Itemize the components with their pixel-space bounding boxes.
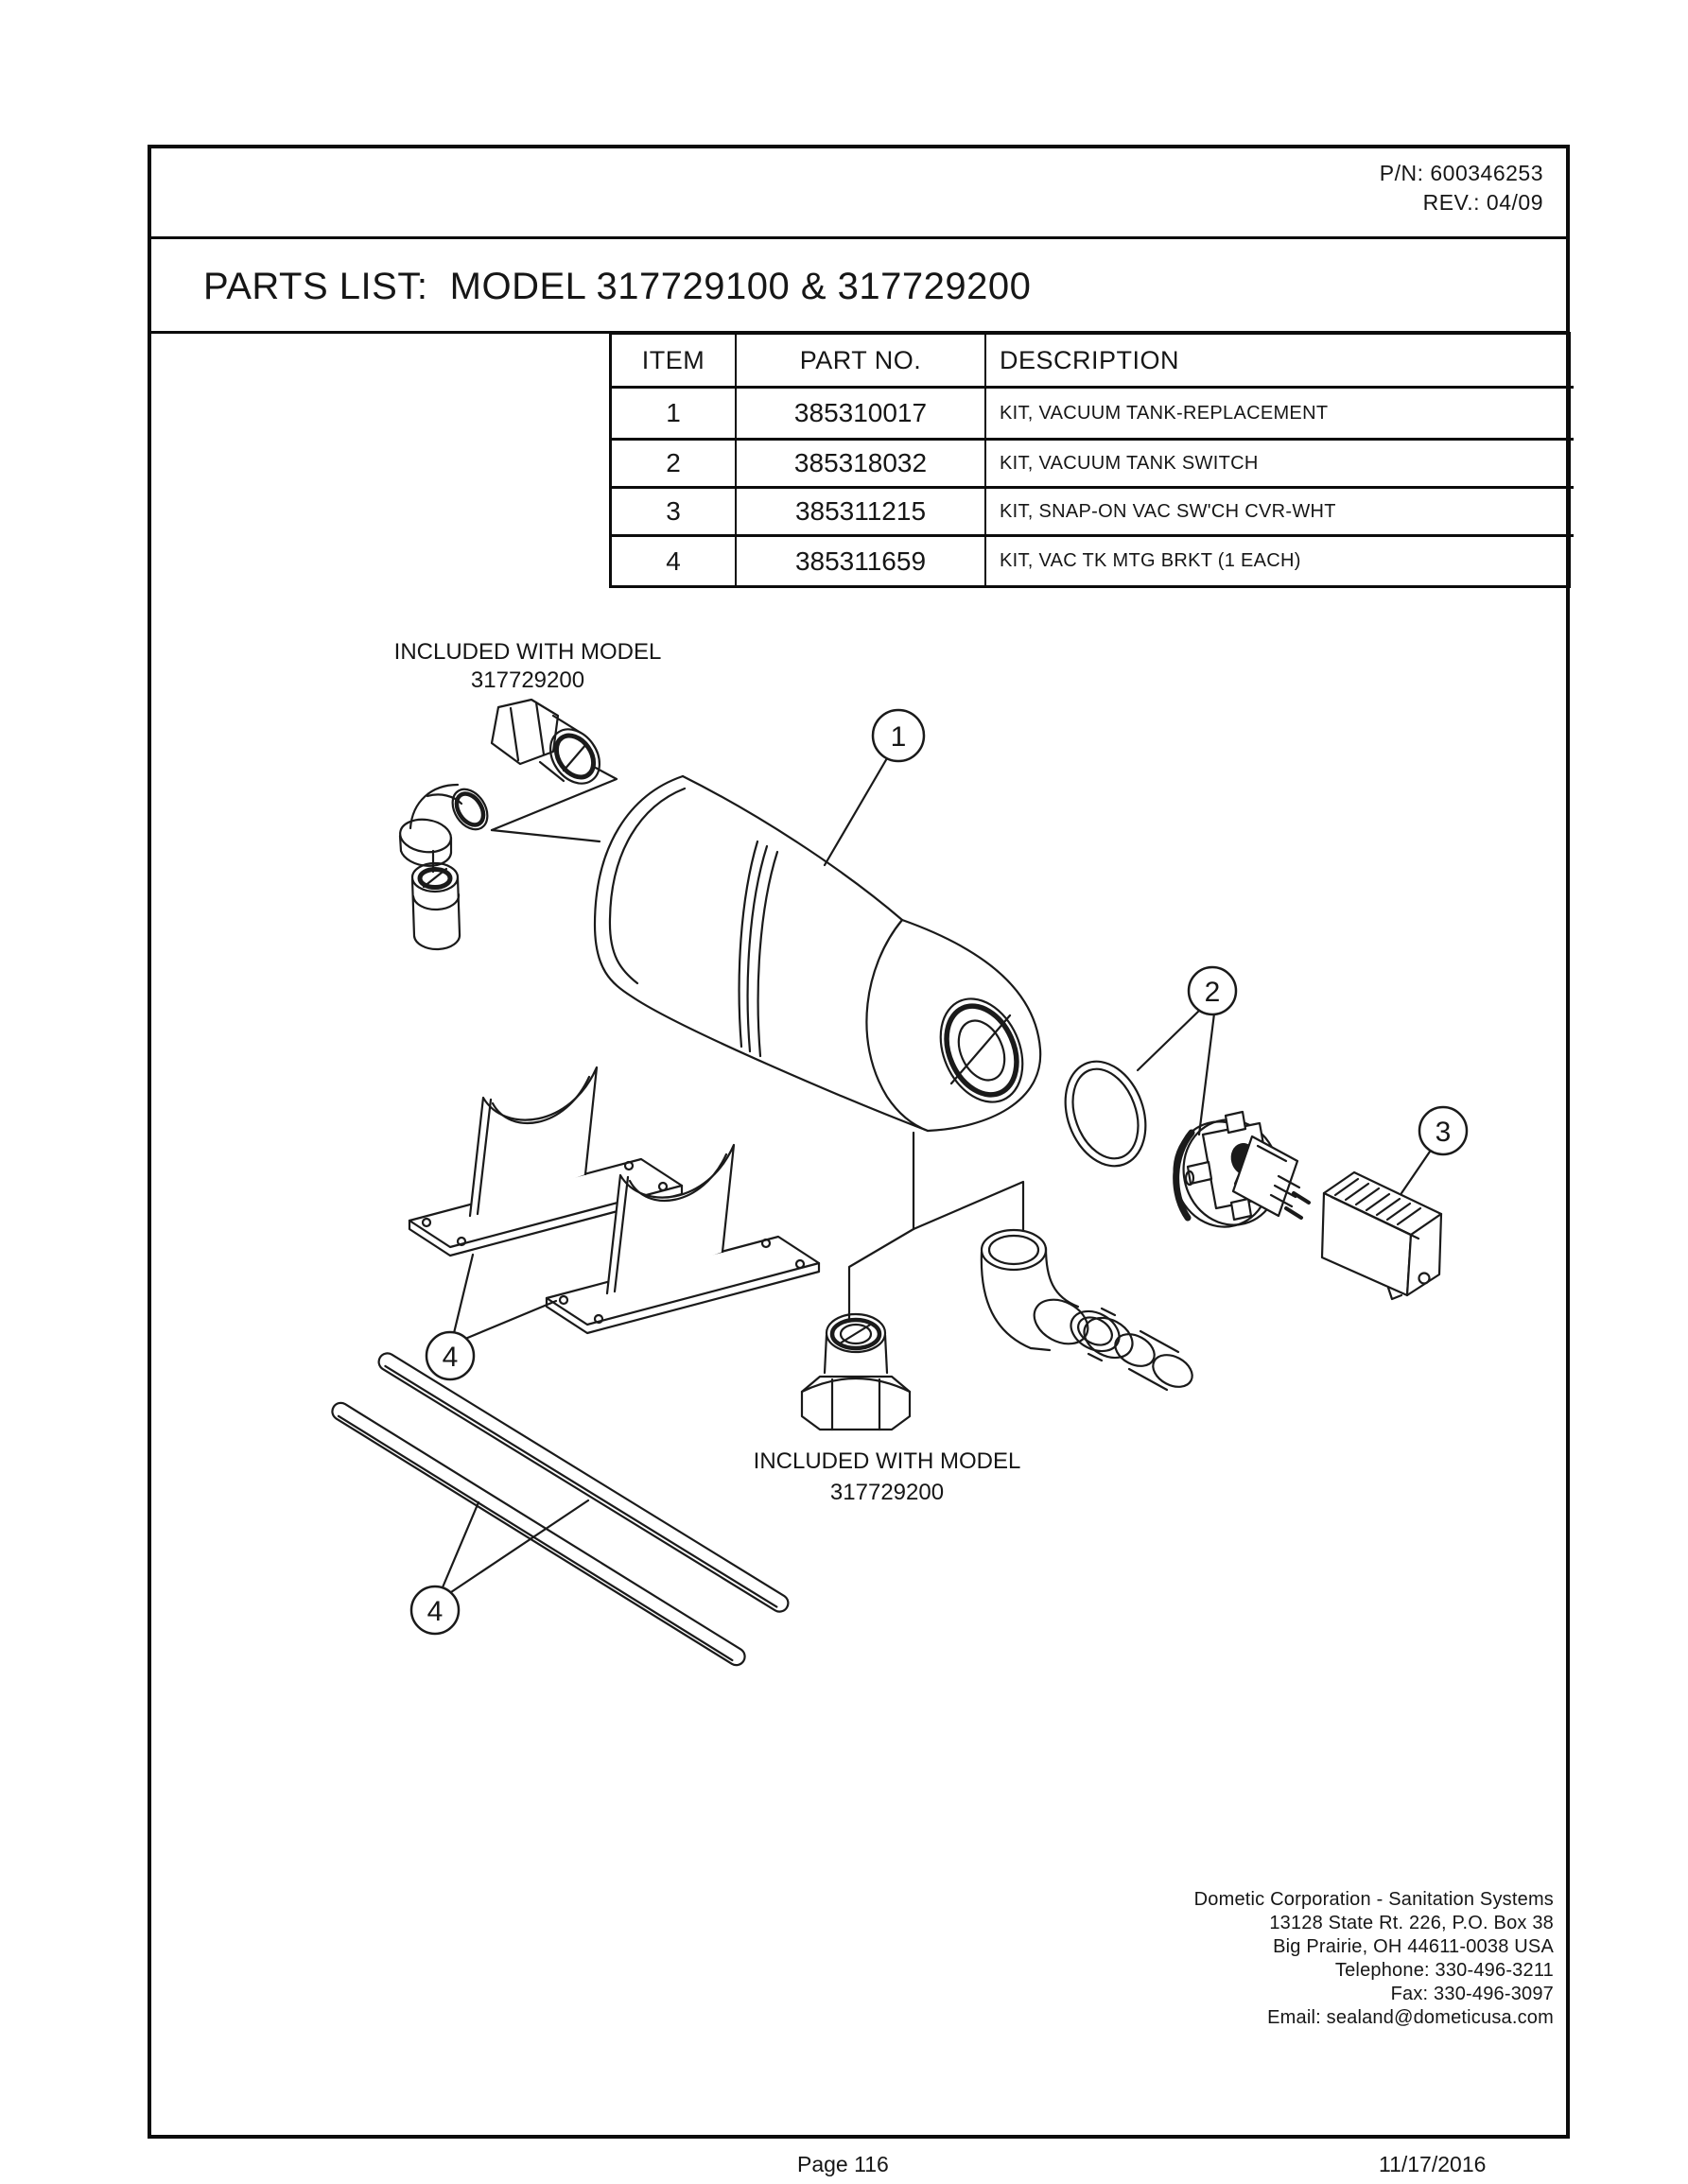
footer-date: 11/17/2016 [1379, 2152, 1487, 2176]
callout-circle-2 [1187, 965, 1238, 1016]
mounting-bracket-left-drawing [408, 1066, 684, 1257]
contact-line: Email: sealand@dometicusa.com [1267, 2007, 1554, 2028]
pn-line: P/N: 600346253 [1379, 161, 1543, 185]
table-cell-partno: 385311659 [737, 537, 986, 585]
o-ring-drawing [1064, 1060, 1147, 1168]
table-cell-description: KIT, VAC TK MTG BRKT (1 EACH) [1000, 550, 1301, 571]
switch-cover-drawing [1320, 1170, 1443, 1301]
callout-number-4a: 4 [443, 1342, 459, 1373]
col-header-partno: PART NO. [737, 335, 986, 389]
callout-number-4b: 4 [427, 1596, 444, 1627]
pipe-fitting-top-drawing [410, 861, 461, 951]
table-cell-description: KIT, VACUUM TANK-REPLACEMENT [986, 389, 1574, 441]
table-cell-item: 2 [612, 441, 737, 489]
callout-number-2: 2 [1205, 977, 1221, 1008]
tank-switch-drawing [1173, 1110, 1311, 1228]
part-number-block: P/N: 600346253 REV.: 04/09 [1380, 159, 1543, 217]
table-cell-partno: 385318032 [737, 441, 986, 489]
col-header-item: ITEM [612, 335, 737, 389]
elbow-fitting-top-drawing [398, 783, 489, 874]
mounting-bracket-right-drawing [545, 1143, 821, 1335]
page-border [148, 145, 1570, 2139]
callout-circle-4a [425, 1330, 476, 1381]
callout-circle-4b [409, 1585, 461, 1636]
union-fitting-bottom-drawing [800, 1312, 912, 1431]
union-fitting-top-drawing [490, 698, 601, 785]
table-cell-partno: 385310017 [737, 389, 986, 441]
included-model-label-bottom-line2: 317729200 [830, 1480, 944, 1505]
callout-circle-1 [871, 708, 926, 763]
contact-line: Fax: 330-496-3097 [1390, 1984, 1554, 2004]
included-model-label-top-line2: 317729200 [471, 667, 584, 693]
table-cell-description: KIT, SNAP-ON VAC SW'CH CVR-WHT [986, 489, 1574, 537]
callout-number-1: 1 [891, 721, 907, 753]
elbow-fitting-bottom-drawing [980, 1228, 1193, 1392]
col-header-description: DESCRIPTION [986, 335, 1574, 389]
rev-line: REV.: 04/09 [1422, 190, 1543, 215]
callout-circle-3 [1418, 1105, 1469, 1156]
table-cell-item: 4 [612, 537, 737, 585]
contact-line: Dometic Corporation - Sanitation Systems [1193, 1889, 1554, 1910]
company-contact-block: Dometic Corporation - Sanitation Systems… [1194, 1888, 1554, 2030]
leader-lines [441, 756, 1432, 1596]
callout-balloons [409, 708, 1469, 1636]
vacuum-tank-drawing [593, 774, 1042, 1133]
contact-line: 13128 State Rt. 226, P.O. Box 38 [1269, 1913, 1554, 1933]
mounting-strap-upper-drawing [377, 1352, 790, 1613]
page-title: PARTS LIST: MODEL 317729100 & 317729200 [203, 266, 1032, 307]
included-model-label-bottom-line1: INCLUDED WITH MODEL [754, 1448, 1021, 1474]
callout-number-3: 3 [1436, 1117, 1452, 1148]
parts-table: ITEM PART NO. DESCRIPTION 1 385310017 KI… [609, 332, 1574, 588]
footer-page-number: Page 116 [797, 2152, 889, 2176]
table-cell-item: 3 [612, 489, 737, 537]
table-cell-description: KIT, VACUUM TANK SWITCH [986, 441, 1574, 489]
contact-line: Telephone: 330-496-3211 [1334, 1960, 1554, 1981]
included-model-label-top-line1: INCLUDED WITH MODEL [394, 639, 662, 665]
table-cell-item: 1 [612, 389, 737, 441]
contact-line: Big Prairie, OH 44611-0038 USA [1273, 1936, 1554, 1957]
table-cell-partno: 385311215 [737, 489, 986, 537]
header-divider-line [148, 236, 1570, 239]
